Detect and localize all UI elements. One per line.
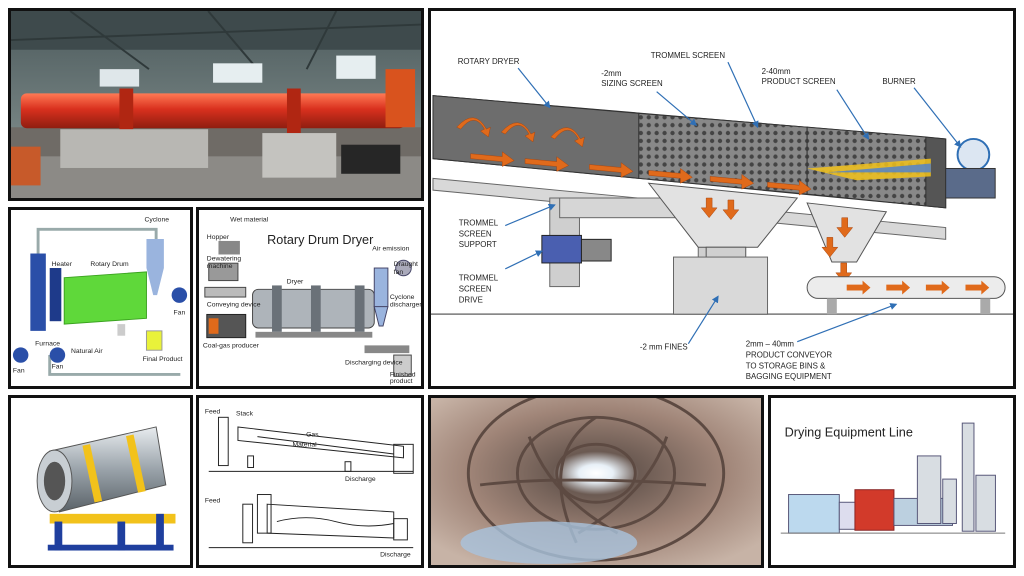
fines-bin [673, 256, 769, 315]
material-flow-arrows [456, 117, 854, 284]
drying-line-panel: Drying Equipment Line [768, 395, 1016, 568]
label-fines: -2 mm FINES [640, 343, 688, 352]
drum-render [11, 398, 190, 565]
label-fan-left: Fan [13, 367, 25, 374]
furnace-red [854, 489, 895, 531]
label-coal-gas: Coal-gas producer [203, 342, 260, 349]
drum-interior-panel [428, 395, 764, 568]
trommel-screen-diagram-panel: ROTARY DRYER -2mm SIZING SCREEN TROMMEL … [428, 8, 1016, 389]
fan-icon [12, 347, 29, 363]
line-drawing-panel: Feed Stack Gas Material Discharge Feed D… [196, 395, 424, 568]
feeding-section [788, 494, 840, 534]
label-air-emission: Air emission [372, 246, 409, 253]
label-dryer: Dryer [287, 279, 304, 286]
red-rotary-drum [20, 93, 406, 129]
label-trommel-screen: TROMMEL SCREEN [651, 51, 726, 60]
fan-icon [171, 287, 188, 303]
concrete-pier [262, 133, 337, 178]
heater [49, 268, 62, 322]
label-product-screen-size: 2-40mm [762, 67, 791, 76]
label-trommel-drive-3: DRIVE [459, 295, 483, 304]
label-dewatering-2: machine [207, 263, 233, 270]
label-material: Material [292, 441, 317, 448]
cyclone [146, 239, 164, 269]
rotary-drum-dryer-diagram: Rotary Drum Dryer Wet material Hopper De… [199, 210, 421, 386]
label-fan-left2: Fan [52, 364, 64, 371]
label-conveying: Conveying device [207, 302, 261, 309]
label-gas: Gas [306, 432, 319, 439]
label-sizing-screen: SIZING SCREEN [601, 79, 663, 88]
label-trommel-drive-2: SCREEN [459, 285, 492, 294]
label-natural-air: Natural Air [71, 348, 103, 355]
label-fan-right: Fan [174, 309, 186, 316]
label-stack: Stack [236, 410, 254, 417]
drum-render-panel [8, 395, 193, 568]
label-final-product: Final Product [143, 356, 183, 363]
flow-diagram: Rotary Drum Cyclone Heater Furnace Fan F… [11, 210, 190, 386]
label-trommel-support-3: SUPPORT [459, 240, 497, 249]
drum-interior-photo [431, 398, 761, 565]
label-rotary-dryer: ROTARY DRYER [458, 57, 520, 66]
label-cyclone-1: Cyclone [390, 294, 415, 301]
label-trommel-drive-1: TROMMEL [459, 274, 499, 283]
label-draught-2: fan [394, 269, 404, 276]
label-rotary-drum: Rotary Drum [90, 261, 129, 268]
fines-hopper [647, 182, 799, 248]
rotary-drum-dryer-panel: Rotary Drum Dryer Wet material Hopper De… [196, 207, 424, 389]
label-sizing-screen-size: -2mm [601, 69, 622, 78]
diagram-title: Rotary Drum Dryer [267, 233, 373, 247]
label-feed-top: Feed [205, 408, 221, 415]
label-conveyor-1: 2mm – 40mm [746, 340, 795, 349]
drying-equipment-line-diagram: Drying Equipment Line [771, 398, 1013, 565]
label-trommel-support-2: SCREEN [459, 229, 492, 238]
label-trommel-support-1: TROMMEL [459, 219, 499, 228]
label-finished-2: product [390, 378, 413, 385]
label-cyclone-2: discharger [390, 302, 421, 309]
label-draught-1: Draught [394, 261, 418, 268]
burner [956, 137, 991, 172]
cyclone-discharger [373, 267, 389, 308]
label-conveyor-4: BAGGING EQUIPMENT [746, 372, 832, 381]
label-product-screen: PRODUCT SCREEN [762, 77, 836, 86]
furnace [30, 253, 46, 331]
factory-photo-panel [8, 8, 424, 201]
flow-diagram-panel: Rotary Drum Cyclone Heater Furnace Fan F… [8, 207, 193, 389]
label-burner: BURNER [882, 77, 916, 86]
label-discharge-top: Discharge [345, 476, 376, 483]
label-discharging: Discharging device [345, 360, 403, 367]
label-conveyor-3: TO STORAGE BINS & [746, 361, 826, 370]
label-furnace: Furnace [35, 340, 60, 347]
label-finished-1: Finished [390, 371, 416, 378]
fan-icon [49, 347, 66, 363]
diagram-title: Drying Equipment Line [785, 426, 913, 440]
chimney-stack [961, 422, 975, 532]
trommel-screen-diagram: ROTARY DRYER -2mm SIZING SCREEN TROMMEL … [431, 11, 1013, 386]
label-hopper: Hopper [207, 234, 230, 241]
label-wet-material: Wet material [230, 217, 269, 224]
label-heater: Heater [52, 261, 73, 268]
factory-photo [11, 11, 421, 198]
label-cyclone: Cyclone [145, 217, 170, 224]
label-feed-bottom: Feed [205, 497, 221, 504]
trommel-screen-drive [541, 234, 582, 264]
support-frame [49, 513, 176, 524]
green-rotary-drum [63, 271, 147, 325]
label-discharge-bottom: Discharge [380, 551, 411, 558]
concrete-pier [60, 129, 209, 168]
kiln-line-drawing: Feed Stack Gas Material Discharge Feed D… [199, 398, 421, 565]
label-conveyor-2: PRODUCT CONVEYOR [746, 350, 833, 359]
final-product-bin [145, 330, 163, 351]
label-dewatering-1: Dewatering [207, 255, 242, 262]
